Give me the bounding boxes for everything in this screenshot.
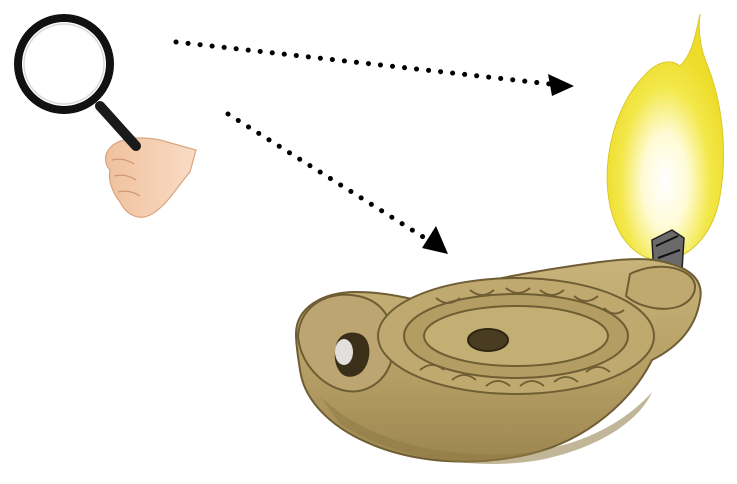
arrow-to-flame bbox=[176, 42, 574, 96]
magnifier-handle bbox=[100, 106, 136, 146]
hand-icon bbox=[106, 138, 197, 217]
flame-icon bbox=[607, 14, 723, 260]
magnifying-glass-icon bbox=[18, 18, 110, 110]
magnifying-glass-group bbox=[18, 18, 196, 217]
arrow-to-lamp bbox=[228, 114, 448, 254]
oil-lamp-icon bbox=[296, 259, 701, 464]
